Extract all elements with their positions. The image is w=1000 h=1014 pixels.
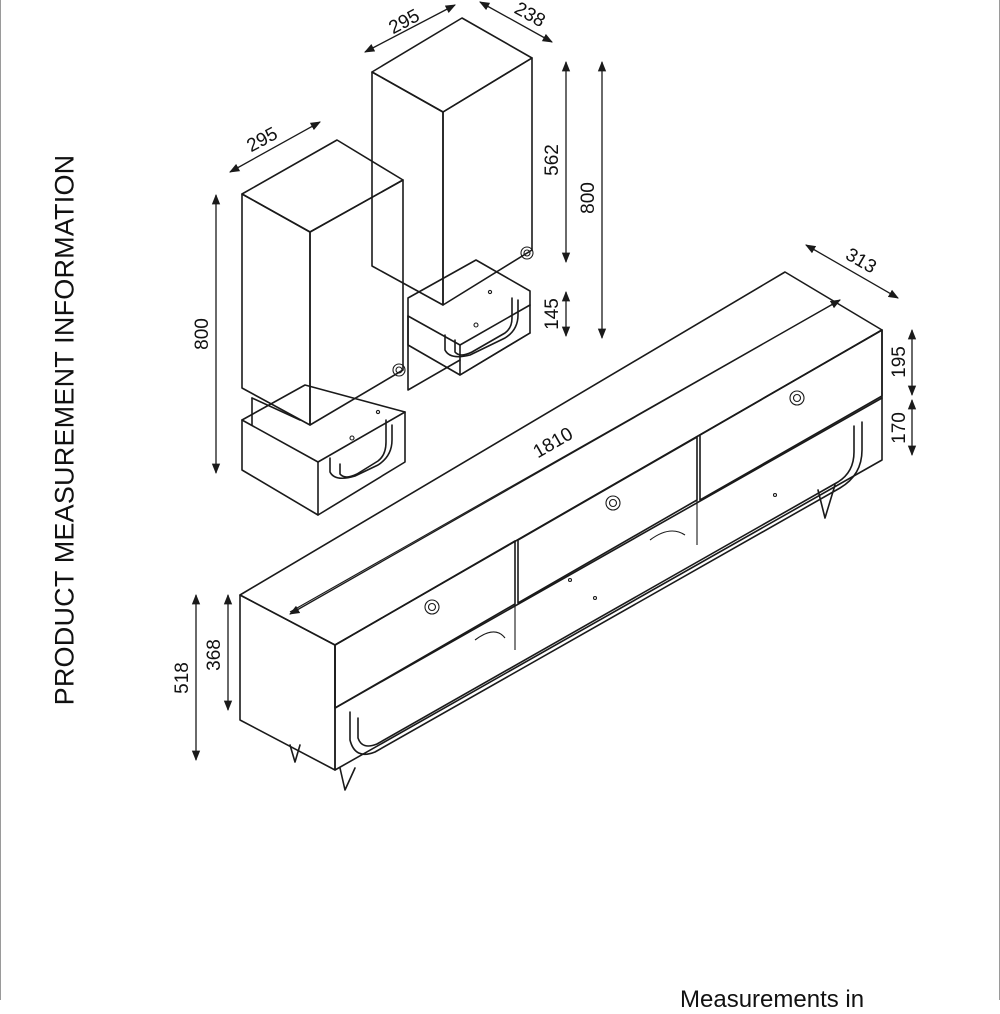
dim-tv-unit-total-height: 518 [172, 662, 193, 694]
tall-cabinet-front [442, 57, 533, 306]
short-cabinet-side [241, 193, 311, 426]
drawer-middle-knob-icon [605, 495, 621, 511]
dim-tall-cabinet-total-height: 800 [578, 182, 599, 214]
dim-tv-unit-length: 1810 [530, 424, 577, 463]
dimension-lines [191, 1, 917, 762]
tall-wall-cabinet [371, 17, 534, 391]
tv-unit-leg [817, 484, 836, 519]
footer-note: Measurements in [680, 986, 865, 1013]
dim-tall-cabinet-base-height: 145 [542, 298, 563, 330]
drawer-left-knob-icon [424, 599, 440, 615]
dim-short-cabinet-width: 295 [243, 123, 281, 156]
tv-unit-leg [339, 767, 356, 791]
tall-cabinet-side [371, 71, 444, 306]
tv-unit-shelf-opening [349, 421, 863, 756]
tv-unit-side [239, 594, 336, 771]
dim-tv-unit-drawer-height: 195 [889, 346, 910, 378]
tall-cabinet-knob-icon [520, 246, 534, 260]
dim-tv-unit-shelf-height: 170 [889, 412, 910, 444]
dim-short-cabinet-height: 800 [192, 318, 213, 350]
drawer-right-knob-icon [789, 390, 805, 406]
tv-unit-leg [289, 744, 301, 763]
short-cabinet-front [309, 179, 404, 426]
dim-tv-unit-body-height: 368 [204, 639, 225, 671]
short-wall-cabinet [241, 139, 406, 516]
dim-tall-cabinet-body-height: 562 [542, 144, 563, 176]
dim-tall-cabinet-width: 295 [385, 5, 423, 38]
dim-tall-cabinet-depth: 238 [511, 0, 549, 32]
short-cabinet-top [241, 139, 404, 233]
dim-tv-unit-depth: 313 [842, 244, 880, 278]
tv-unit [239, 271, 883, 791]
